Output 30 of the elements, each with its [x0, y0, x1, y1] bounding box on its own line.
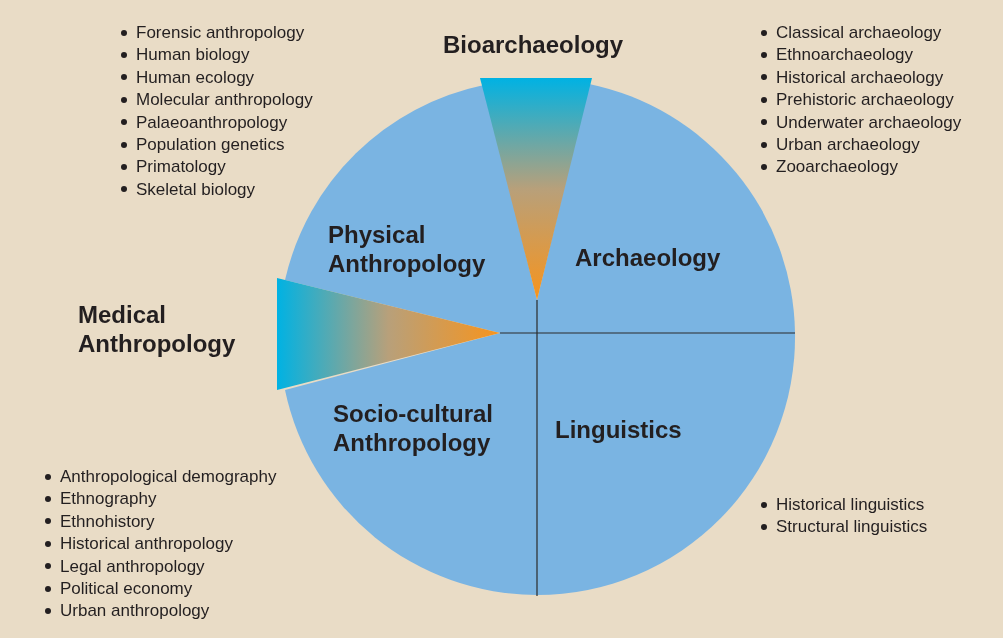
list-item-text: Ethnoarchaeology [776, 45, 914, 65]
list-item-text: Prehistoric archaeology [776, 90, 954, 110]
list-item-text: Ethnohistory [60, 511, 155, 531]
list-item-text: Forensic anthropology [136, 23, 305, 42]
list-item-text: Urban anthropology [60, 601, 210, 621]
list-item-text: Underwater archaeology [776, 112, 962, 132]
wedge-label: Bioarchaeology [443, 30, 625, 59]
list-item-text: Zooarchaeology [776, 157, 898, 177]
list-item-text: Ethnography [60, 489, 157, 509]
list-item-text: Classical archaeology [776, 23, 942, 42]
list-item-text: Skeletal biology [136, 179, 256, 199]
list-item-text: Urban archaeology [776, 135, 920, 155]
sector-label: Linguistics [555, 415, 683, 444]
sector-label: Physical Anthropology [328, 220, 487, 278]
list-item-text: Political economy [60, 579, 193, 599]
sector-label: Archaeology [575, 243, 722, 272]
list-item-text: Historical archaeology [776, 67, 944, 87]
list-item-text: Historical anthropology [60, 534, 233, 554]
sector-label: Socio-cultural Anthropology [333, 399, 495, 457]
list-item-text: Structural linguistics [776, 517, 928, 537]
list-item-text: Human biology [136, 45, 250, 65]
list-item-text: Historical linguistics [776, 495, 925, 514]
list-item-text: Molecular anthropology [136, 90, 313, 110]
list-item-text: Anthropological demography [60, 467, 277, 486]
list-item-text: Palaeoanthropology [136, 112, 288, 132]
wedge-label: Medical Anthropology [78, 300, 237, 358]
list-item-text: Legal anthropology [60, 556, 205, 576]
list-item-text: Population genetics [136, 135, 285, 155]
list-item-text: Primatology [136, 157, 226, 177]
list-item-text: Human ecology [136, 67, 255, 87]
